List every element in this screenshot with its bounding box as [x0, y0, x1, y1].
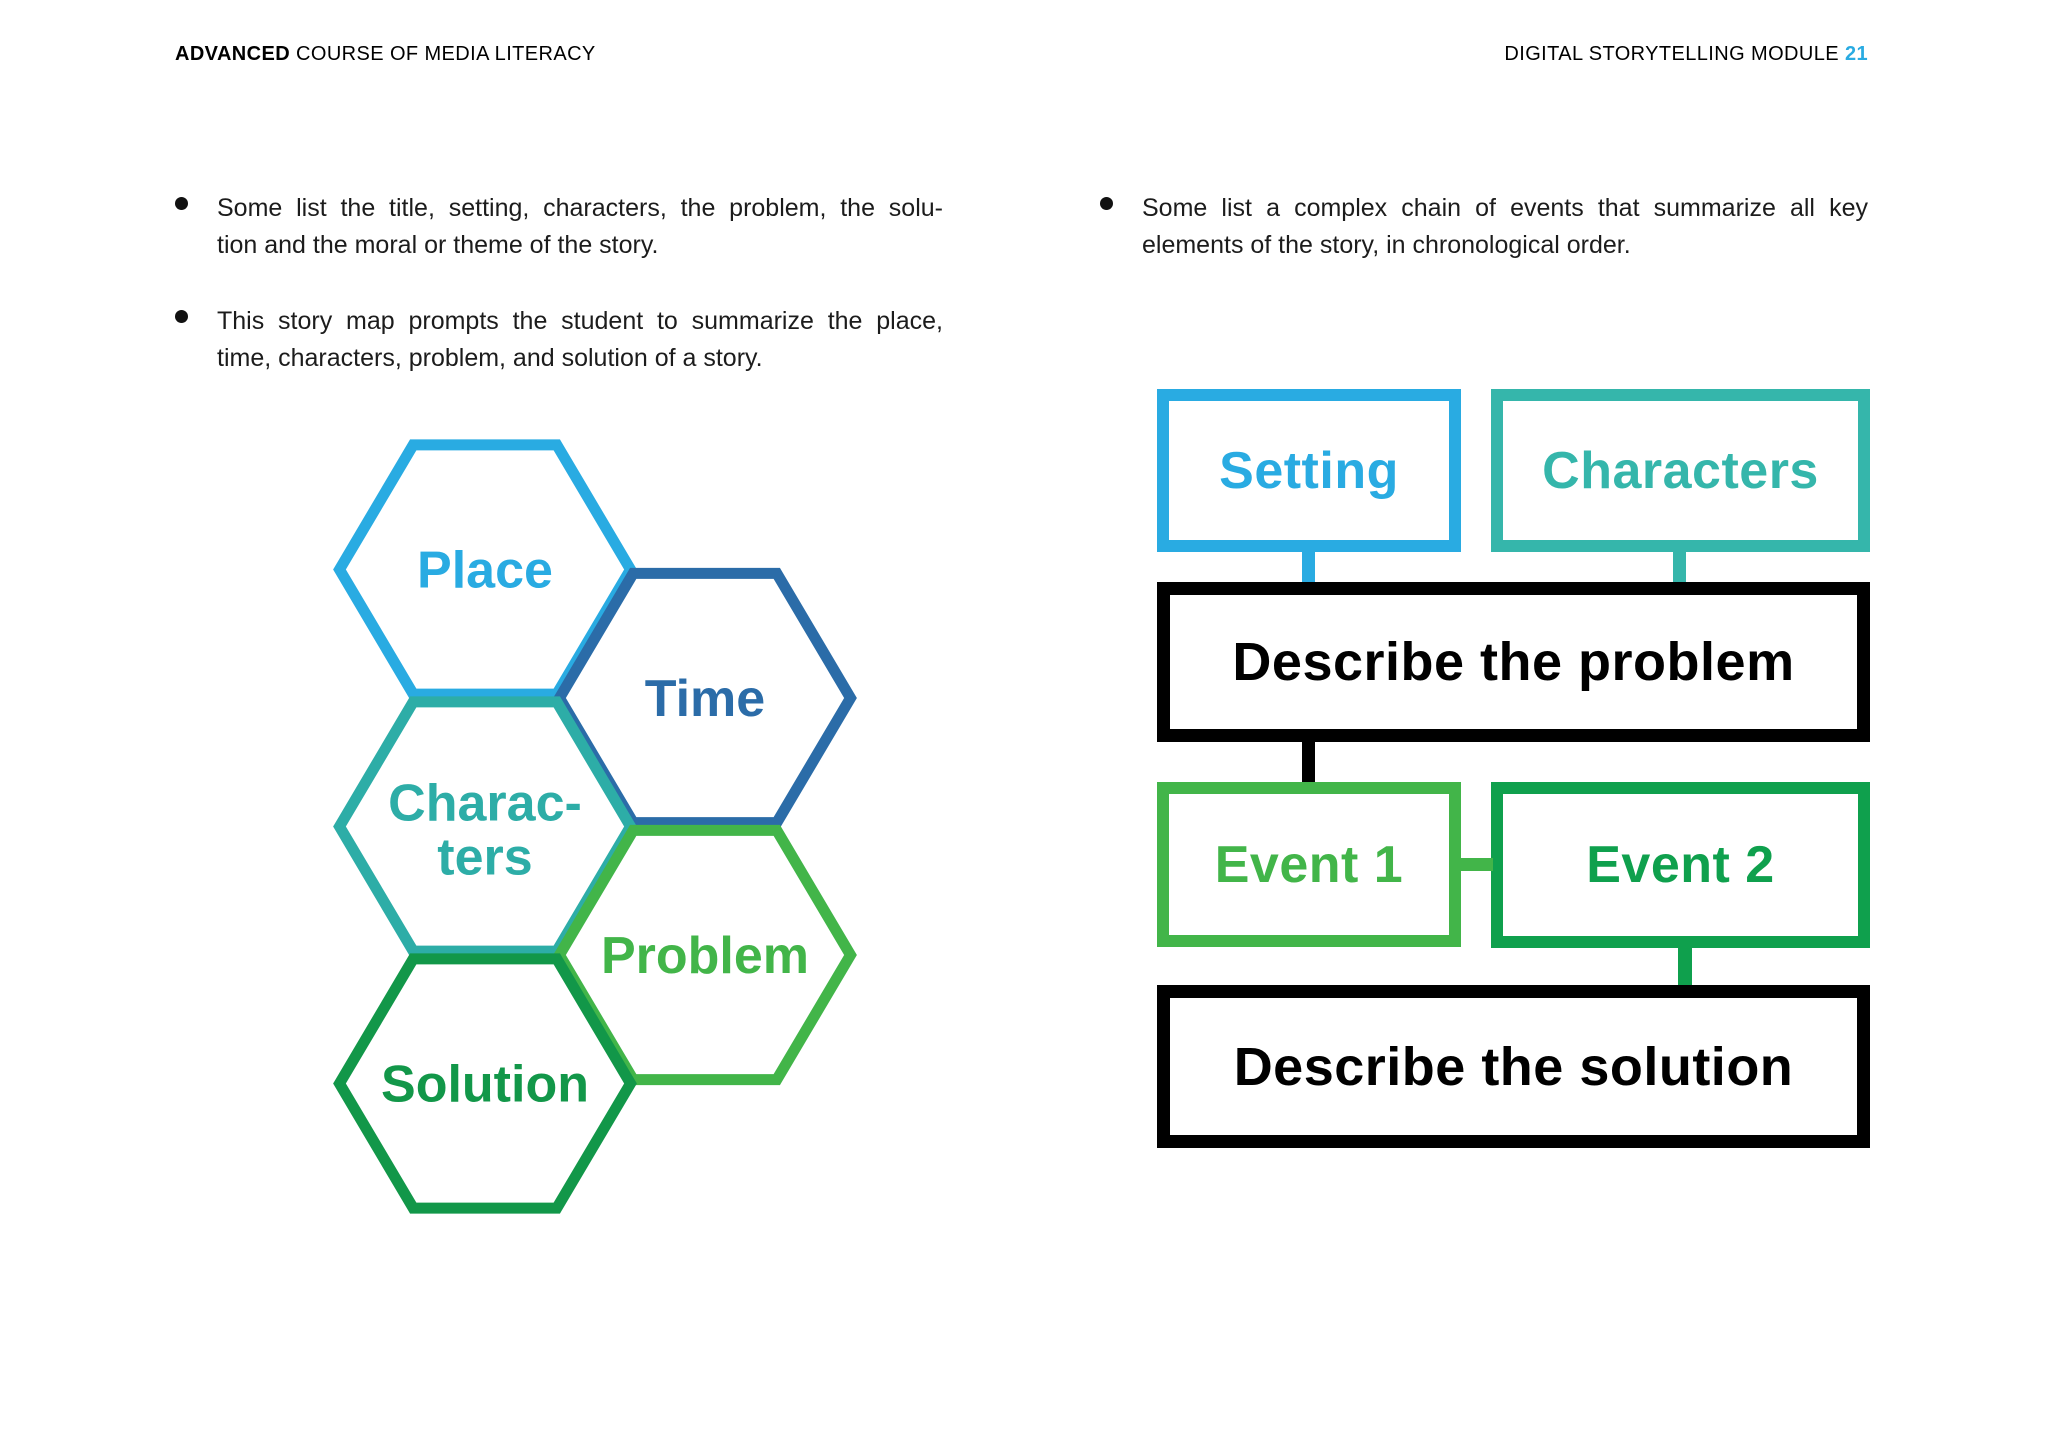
hex-place: [333, 439, 637, 700]
hex-label: Problem: [601, 927, 809, 985]
header-left: ADVANCED COURSE OF MEDIA LITERACY: [175, 44, 596, 64]
page-number: 21: [1844, 43, 1868, 65]
flow-box-describe-problem: Describe the problem: [1157, 582, 1870, 742]
flow-box-characters-label: Characters: [1542, 441, 1819, 500]
hex-problem: [553, 824, 857, 1086]
bullet-right-1-text: Some list a complex chain of events that…: [1142, 190, 1868, 264]
text-line: elements of the story, in chronological …: [1142, 231, 1631, 259]
connector-event2-to-solution: [1678, 946, 1692, 985]
hex-label: Place: [417, 542, 553, 600]
flow-box-event2: Event 2: [1491, 782, 1870, 948]
header-left-bold: ADVANCED: [175, 43, 291, 65]
bullet-dot: [175, 197, 188, 210]
flow-box-setting-label: Setting: [1219, 441, 1399, 500]
bullet-dot: [1100, 197, 1113, 210]
hex-characters: [333, 696, 637, 957]
connector-characters-to-problem: [1673, 550, 1686, 584]
connector-event1-to-event2: [1459, 858, 1493, 871]
flow-box-describe-problem-label: Describe the problem: [1232, 632, 1795, 692]
connector-setting-to-problem: [1302, 550, 1315, 584]
text-line: Some list the title, setting, characters…: [217, 194, 943, 222]
flow-box-describe-solution: Describe the solution: [1157, 985, 1870, 1148]
flow-box-event2-label: Event 2: [1586, 836, 1775, 894]
flow-box-characters: Characters: [1491, 389, 1870, 552]
bullet-left-1: Some list the title, setting, characters…: [175, 190, 943, 264]
hex-label: Time: [645, 670, 765, 728]
flow-box-event1: Event 1: [1157, 782, 1461, 947]
header-right: DIGITAL STORYTELLING MODULE 21: [1504, 44, 1868, 64]
flow-box-describe-solution-label: Describe the solution: [1233, 1036, 1794, 1097]
hex-label: Charac-: [388, 775, 582, 833]
hex-time: [553, 567, 857, 829]
header-right-text: DIGITAL STORYTELLING MODULE: [1504, 43, 1845, 65]
bullet-left-1-text: Some list the title, setting, characters…: [217, 190, 943, 264]
text-line: This story map prompts the student to su…: [217, 307, 943, 335]
hex-label: Solution: [381, 1056, 589, 1114]
text-line: tion and the moral or theme of the story…: [217, 231, 659, 259]
flow-box-event1-label: Event 1: [1214, 835, 1404, 894]
header-left-rest: COURSE OF MEDIA LITERACY: [290, 43, 596, 65]
hex-label: ters: [437, 829, 532, 887]
bullet-left-2: This story map prompts the student to su…: [175, 303, 943, 377]
hex-solution: [333, 953, 637, 1214]
bullet-dot: [175, 310, 188, 323]
connector-problem-to-event1: [1302, 742, 1315, 784]
text-line: time, characters, problem, and solution …: [217, 344, 763, 372]
text-line: Some list a complex chain of events that…: [1142, 194, 1868, 222]
bullet-left-2-text: This story map prompts the student to su…: [217, 303, 943, 377]
bullet-right-1: Some list a complex chain of events that…: [1100, 190, 1868, 264]
flow-box-setting: Setting: [1157, 389, 1461, 552]
